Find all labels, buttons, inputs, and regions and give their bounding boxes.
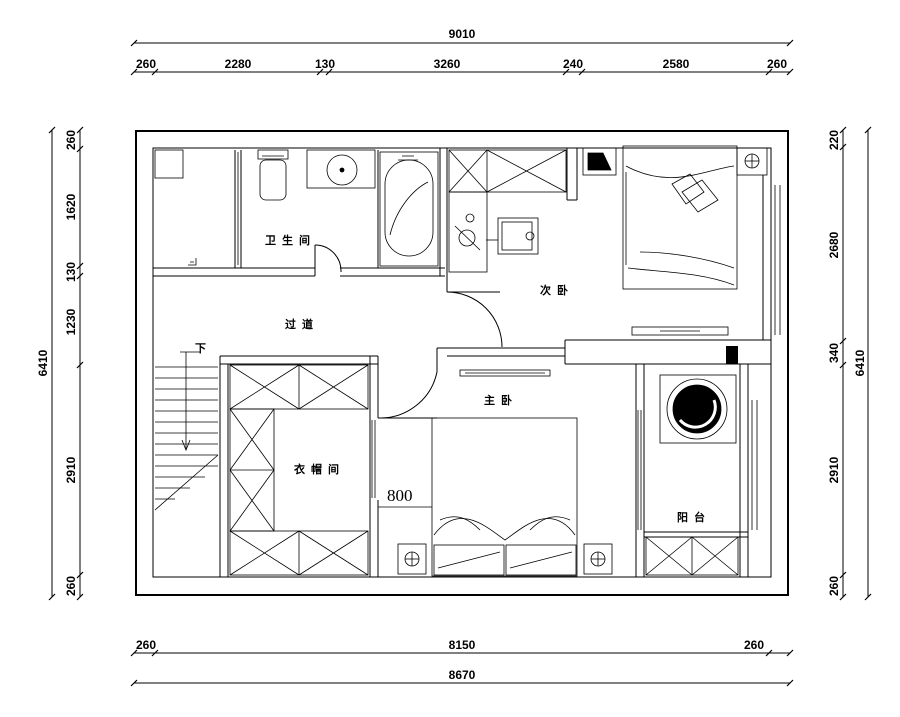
dimension-lines [48,39,872,687]
inner-width-dimension: 800 [387,486,413,505]
dim-right-2: 2680 [827,231,841,258]
dim-top-4: 3260 [434,57,461,71]
dim-top-3: 130 [315,57,335,71]
dim-bottom-2: 8150 [449,638,476,652]
bathroom-fixtures [154,149,439,267]
dim-right-total: 6410 [853,349,867,376]
dim-bottom-3: 260 [744,638,764,652]
dim-left-6: 260 [64,576,78,596]
master-bedroom-furniture [378,369,613,577]
dim-right-5: 260 [827,576,841,596]
dim-left-1: 260 [64,130,78,150]
room-label-master-bedroom: 主卧 [484,393,518,407]
dim-top-6: 2580 [663,57,690,71]
dim-right-3: 340 [827,343,841,363]
column-block [726,346,738,364]
dim-top-5: 240 [563,57,583,71]
room-label-walk-in-closet: 衣帽间 [294,462,345,476]
balcony-fixtures [645,374,739,576]
stairs-down-label: 下 [195,342,212,355]
dim-top-1: 260 [136,57,156,71]
exterior-walls [135,130,789,596]
dim-top-total: 9010 [449,27,476,41]
dim-left-2: 1620 [64,193,78,220]
doors [314,244,503,419]
dim-left-4: 1230 [64,308,78,335]
room-label-second-bedroom: 次卧 [540,283,574,297]
windows [371,185,781,530]
closet-cabinets [229,364,369,576]
second-bedroom-furniture [448,145,768,336]
dimension-texts: 9010 260 2280 130 3260 240 2580 260 260 … [36,27,867,682]
dim-left-total: 6410 [36,349,50,376]
dim-left-3: 130 [64,262,78,282]
interior-walls [153,148,772,577]
dim-top-2: 2280 [225,57,252,71]
stairs [154,351,219,511]
room-label-bathroom: 卫生间 [265,233,316,247]
dim-top-7: 260 [767,57,787,71]
dim-right-1: 220 [827,130,841,150]
room-label-balcony: 阳台 [677,510,711,524]
dim-right-4: 2910 [827,456,841,483]
dim-bottom-total: 8670 [449,668,476,682]
dim-bottom-1: 260 [136,638,156,652]
room-label-corridor: 过道 [285,317,319,331]
dim-left-5: 2910 [64,456,78,483]
